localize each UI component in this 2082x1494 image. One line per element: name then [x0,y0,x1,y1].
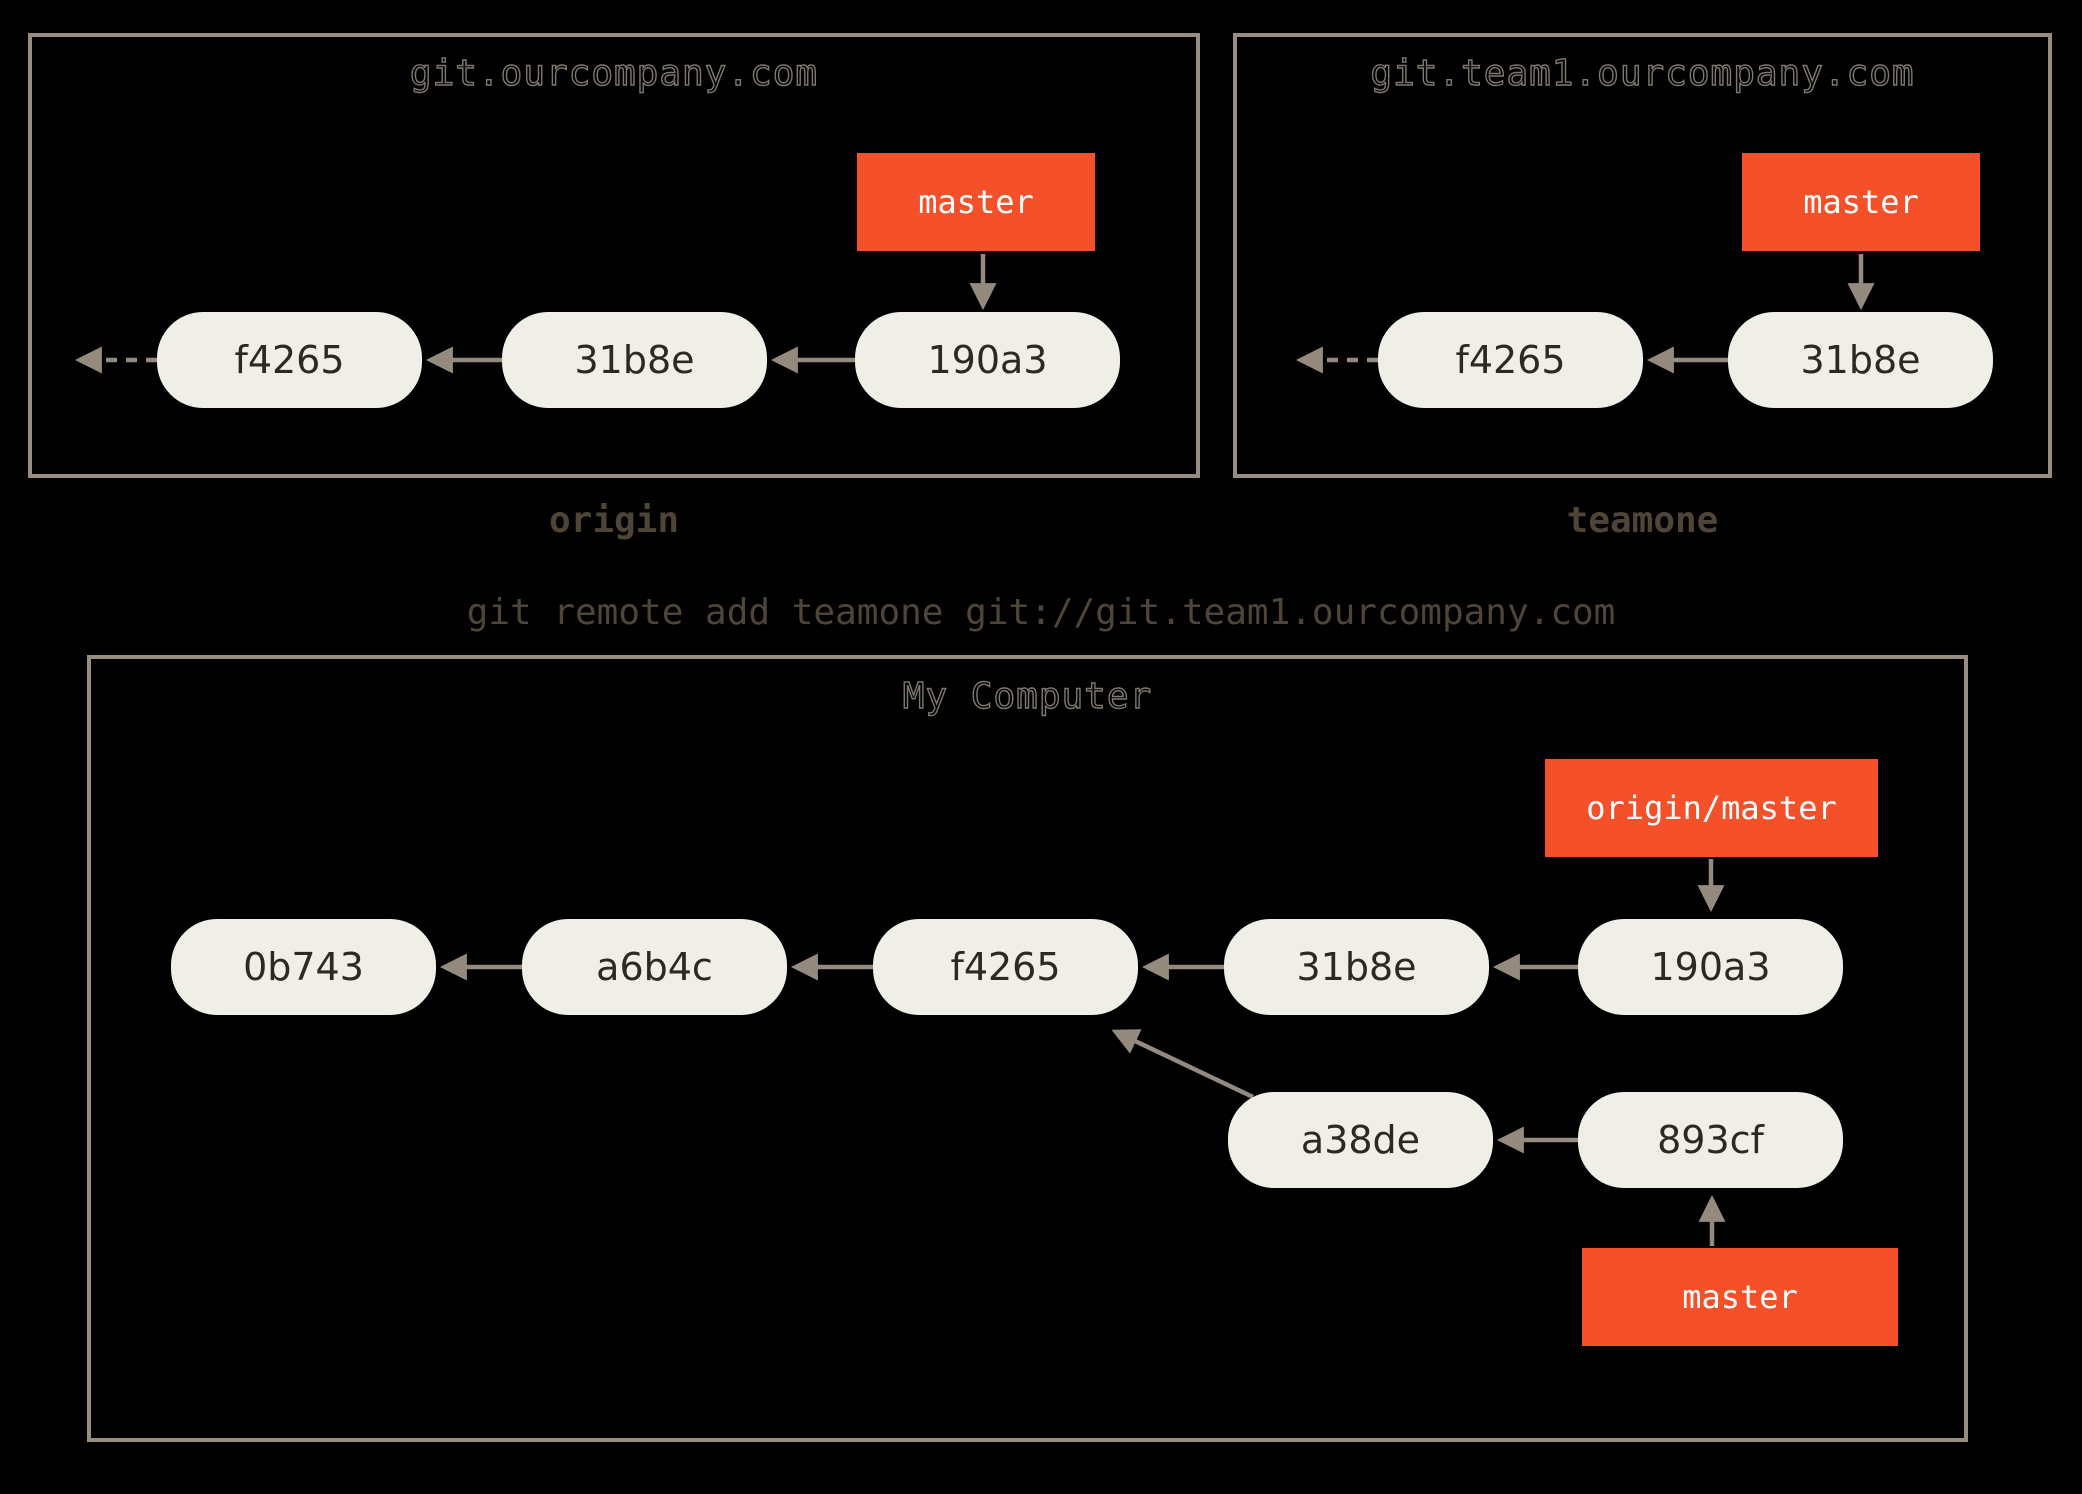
local-origin-master-label: origin/master [1545,759,1878,857]
origin-commit-190a3: 190a3 [855,312,1120,408]
origin-caption: origin [548,500,680,541]
local-commit-0b743: 0b743 [171,919,436,1015]
teamone-master-branch-label: master [1742,153,1980,251]
origin-repo-host: git.ourcompany.com [409,52,819,94]
local-commit-893cf: 893cf [1578,1092,1843,1188]
git-command-text: git remote add teamone git://git.team1.o… [466,592,1616,633]
my-computer-title: My Computer [902,675,1153,717]
local-commit-a38de: a38de [1228,1092,1493,1188]
local-commit-190a3: 190a3 [1578,919,1843,1015]
origin-commit-f4265: f4265 [157,312,422,408]
teamone-caption: teamone [1566,500,1719,541]
local-commit-a6b4c: a6b4c [522,919,787,1015]
teamone-commit-f4265: f4265 [1378,312,1643,408]
my-computer-box: My Computer [87,655,1968,1442]
local-commit-f4265: f4265 [873,919,1138,1015]
origin-commit-31b8e: 31b8e [502,312,767,408]
teamone-commit-31b8e: 31b8e [1728,312,1993,408]
origin-master-branch-label: master [857,153,1095,251]
local-master-branch-label: master [1582,1248,1898,1346]
origin-repo-box: git.ourcompany.com [28,33,1200,478]
teamone-repo-box: git.team1.ourcompany.com [1233,33,2052,478]
local-commit-31b8e: 31b8e [1224,919,1489,1015]
teamone-repo-host: git.team1.ourcompany.com [1370,52,1915,94]
